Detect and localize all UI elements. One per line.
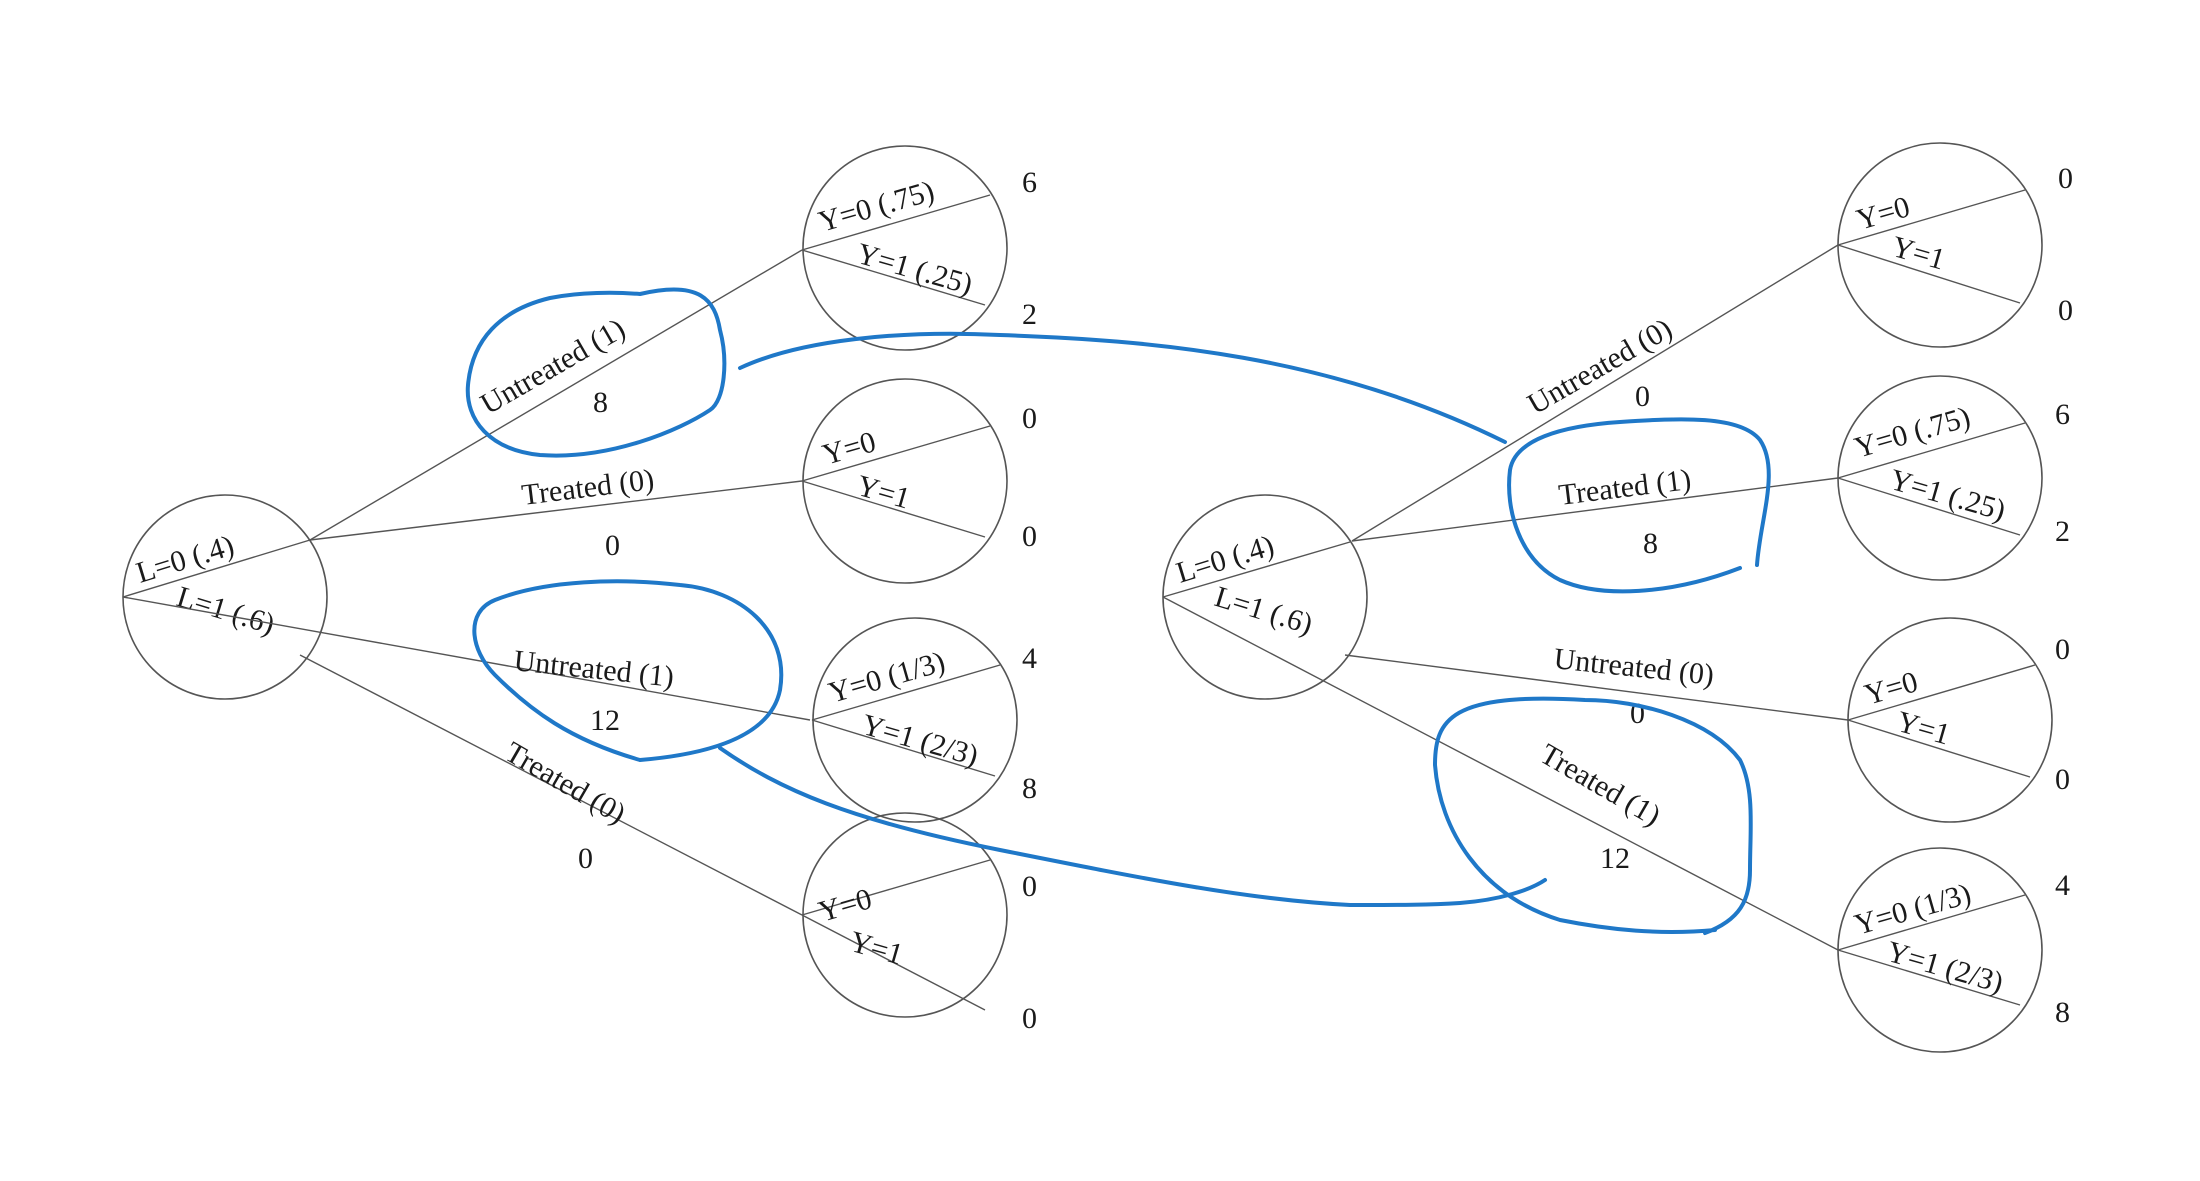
right-branch-4-edge <box>1162 596 1839 951</box>
right-branch-3-value: 0 <box>1630 697 1645 730</box>
left-branch-1-edge <box>309 249 803 541</box>
left-leaf-3-divider <box>811 664 1001 721</box>
right-leaf-4-outcome-bottom: 8 <box>2055 996 2070 1029</box>
connector-top <box>738 331 1507 444</box>
right-leaf-2-outcome-bottom: 2 <box>2055 515 2070 548</box>
highlight-loop-left-bottom <box>472 579 784 762</box>
left-branch-1-value: 8 <box>593 386 608 419</box>
right-branch-2-edge <box>1351 477 1839 542</box>
right-leaf-1-bottom-label: Y=1 <box>1888 230 1949 276</box>
right-leaf-3-bottom-label: Y=1 <box>1893 705 1954 751</box>
left-leaf-4-divider <box>801 914 986 1011</box>
left-leaf-3-node <box>812 617 1018 823</box>
right-leaf-3-divider <box>1847 664 2036 721</box>
right-branch-1-label: Untreated (0) <box>1522 312 1678 421</box>
right-leaf-3-outcome-top: 0 <box>2055 633 2070 666</box>
right-tree: L=0 (.4) L=1 (.6) Untreated (0) 0 Treate… <box>1162 142 2073 1053</box>
left-branch-4-value: 0 <box>578 842 593 875</box>
left-leaf-2-divider <box>801 480 986 538</box>
right-branch-1-edge <box>1351 244 1839 542</box>
right-leaf-2-divider <box>1837 422 2026 479</box>
right-leaf-1-divider <box>1837 244 2021 304</box>
left-root-bottom-label: L=1 (.6) <box>173 580 279 641</box>
highlight-annotations <box>465 287 1771 935</box>
left-root-divider <box>122 539 311 598</box>
left-leaf-4-bottom-label: Y=1 <box>846 925 907 971</box>
right-root-divider <box>1162 541 1351 598</box>
right-leaf-4-divider <box>1837 949 2021 1006</box>
left-leaf-4-outcome-bottom: 0 <box>1022 1002 1037 1035</box>
left-tree: L=0 (.4) L=1 (.6) Untreated (1) 8 Treate… <box>122 145 1037 1035</box>
right-leaf-4-top-label: Y=0 (1/3) <box>1851 877 1975 942</box>
left-leaf-4-outcome-top: 0 <box>1022 870 1037 903</box>
left-leaf-2-top-label: Y=0 <box>819 425 880 471</box>
left-leaf-1-top-label: Y=0 (.75) <box>815 174 938 238</box>
highlight-loop-right-bottom <box>1433 696 1753 935</box>
right-leaf-4-outcome-top: 4 <box>2055 869 2070 902</box>
right-leaf-2-divider <box>1837 477 2021 536</box>
left-leaf-1-divider <box>801 194 991 251</box>
highlight-loop-left-top <box>465 287 727 458</box>
left-leaf-1-divider <box>801 249 986 306</box>
left-branch-4-edge <box>299 654 803 916</box>
left-leaf-4-top-label: Y=0 <box>815 882 876 928</box>
left-branch-2-edge <box>309 480 803 541</box>
left-branch-2-label: Treated (0) <box>520 463 656 512</box>
right-leaf-3-outcome-bottom: 0 <box>2055 763 2070 796</box>
left-leaf-3-top-label: Y=0 (1/3) <box>825 645 949 710</box>
left-leaf-4-divider <box>801 859 991 916</box>
connector-bottom <box>718 746 1547 907</box>
right-leaf-2-bottom-label: Y=1 (.25) <box>1886 463 2009 527</box>
left-leaf-2-divider <box>801 425 991 482</box>
highlight-loop-right-mid <box>1507 417 1771 594</box>
right-leaf-1-divider <box>1837 189 2026 246</box>
right-branch-2-label: Treated (1) <box>1557 463 1693 512</box>
left-leaf-3-divider <box>811 719 996 777</box>
left-branch-3-value: 12 <box>590 704 620 737</box>
left-leaf-1-outcome-bottom: 2 <box>1022 298 1037 331</box>
right-branch-2-value: 8 <box>1643 527 1658 560</box>
right-leaf-4-divider <box>1837 894 2026 951</box>
right-branch-4-label: Treated (1) <box>1535 737 1667 832</box>
left-leaf-1-node <box>802 145 1008 351</box>
right-leaf-2-top-label: Y=0 (.75) <box>1851 400 1974 464</box>
left-branch-3-label: Untreated (1) <box>512 644 675 694</box>
left-branch-3-edge <box>122 596 811 721</box>
left-leaf-1-outcome-top: 6 <box>1022 166 1037 199</box>
left-leaf-3-bottom-label: Y=1 (2/3) <box>858 708 982 773</box>
left-leaf-2-outcome-bottom: 0 <box>1022 520 1037 553</box>
right-leaf-4-bottom-label: Y=1 (2/3) <box>1883 935 2007 1000</box>
left-leaf-1-bottom-label: Y=1 (.25) <box>853 237 976 301</box>
right-leaf-1-top-label: Y=0 <box>1853 190 1914 236</box>
left-branch-2-value: 0 <box>605 529 620 562</box>
right-branch-1-value: 0 <box>1635 380 1650 413</box>
right-leaf-3-divider <box>1847 719 2031 778</box>
right-branch-3-edge <box>1344 654 1849 721</box>
right-branch-4-value: 12 <box>1600 842 1630 875</box>
left-leaf-2-bottom-label: Y=1 <box>853 469 914 515</box>
right-leaf-1-outcome-top: 0 <box>2058 162 2073 195</box>
right-leaf-3-top-label: Y=0 <box>1861 665 1922 711</box>
left-leaf-2-outcome-top: 0 <box>1022 402 1037 435</box>
right-leaf-1-outcome-bottom: 0 <box>2058 294 2073 327</box>
left-leaf-3-outcome-bottom: 8 <box>1022 772 1037 805</box>
left-leaf-3-outcome-top: 4 <box>1022 642 1037 675</box>
right-leaf-2-outcome-top: 6 <box>2055 398 2070 431</box>
right-root-bottom-label: L=1 (.6) <box>1211 580 1317 641</box>
